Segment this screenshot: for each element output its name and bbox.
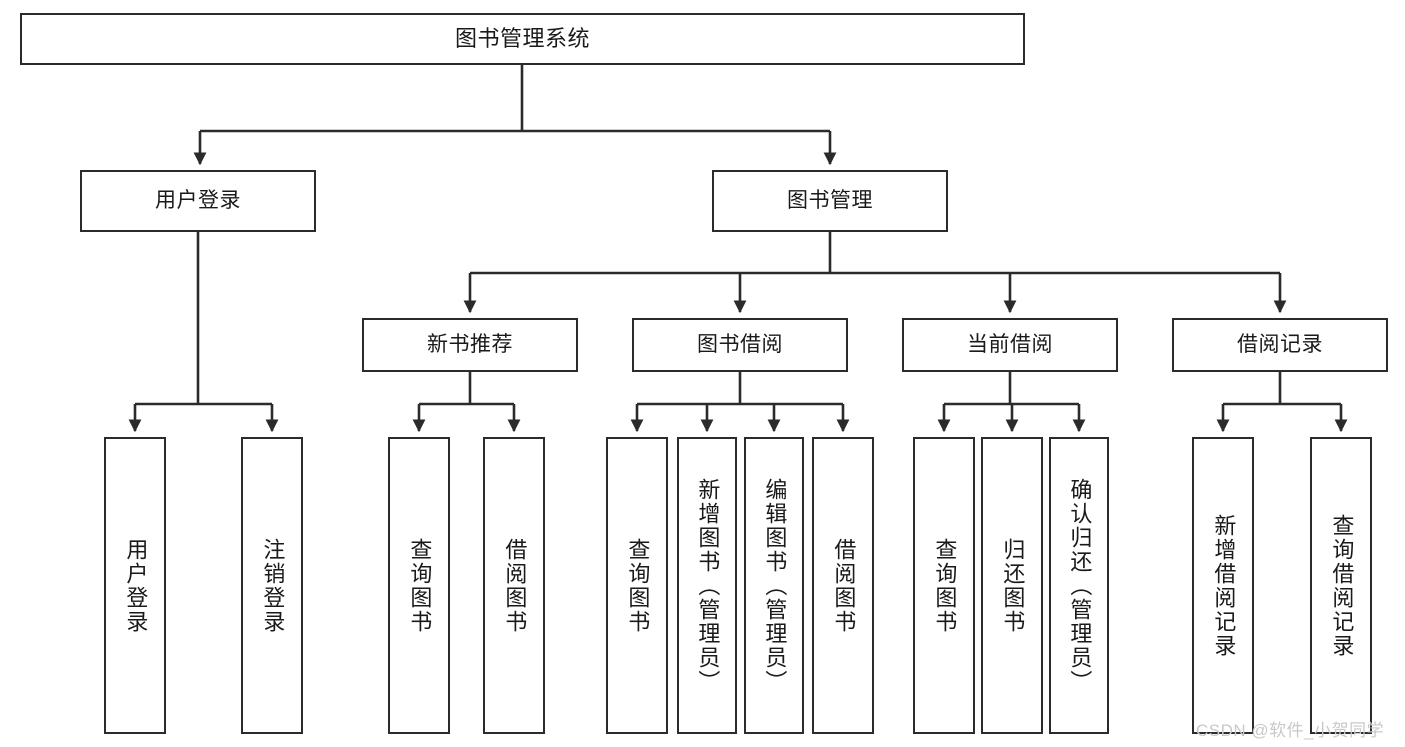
node-label: 借阅图书 [502,537,528,634]
node-label: 确认归还（管理员） [1067,477,1093,694]
node-leaf-add-book[interactable]: 新增图书（管理员） [677,437,737,734]
node-new-book-rec[interactable]: 新书推荐 [362,318,578,372]
node-leaf-return-book[interactable]: 归还图书 [981,437,1043,734]
node-book-manage[interactable]: 图书管理 [712,170,948,232]
node-label: 借阅图书 [831,537,857,634]
node-label: 查询借阅记录 [1329,513,1355,658]
node-leaf-query-book-1[interactable]: 查询图书 [388,437,450,734]
node-label: 查询图书 [932,537,958,634]
node-label: 新增图书（管理员） [695,477,721,694]
node-leaf-query-book-3[interactable]: 查询图书 [913,437,975,734]
node-label: 新增借阅记录 [1211,513,1237,658]
node-label: 查询图书 [407,537,433,634]
node-book-borrow[interactable]: 图书借阅 [632,318,848,372]
node-borrow-record[interactable]: 借阅记录 [1172,318,1388,372]
node-leaf-query-book-2[interactable]: 查询图书 [606,437,668,734]
node-label: 注销登录 [260,537,286,634]
node-label: 用户登录 [123,537,149,634]
node-label: 归还图书 [1000,537,1026,634]
node-label: 图书管理系统 [454,26,590,52]
node-leaf-edit-book[interactable]: 编辑图书（管理员） [744,437,804,734]
node-leaf-borrow-book-2[interactable]: 借阅图书 [812,437,874,734]
node-current-borrow[interactable]: 当前借阅 [902,318,1118,372]
node-label: 用户登录 [155,188,241,212]
node-leaf-add-record[interactable]: 新增借阅记录 [1192,437,1254,734]
node-user-login[interactable]: 用户登录 [80,170,316,232]
node-leaf-user-logout[interactable]: 注销登录 [241,437,303,734]
node-root[interactable]: 图书管理系统 [20,13,1025,65]
node-label: 图书管理 [787,188,873,212]
node-label: 图书借阅 [697,332,783,356]
node-leaf-confirm-return[interactable]: 确认归还（管理员） [1049,437,1109,734]
node-label: 新书推荐 [427,332,513,356]
node-label: 借阅记录 [1237,332,1323,356]
node-leaf-query-record[interactable]: 查询借阅记录 [1310,437,1372,734]
node-label: 当前借阅 [967,332,1053,356]
node-leaf-user-login[interactable]: 用户登录 [104,437,166,734]
node-label: 编辑图书（管理员） [762,477,788,694]
node-leaf-borrow-book-1[interactable]: 借阅图书 [483,437,545,734]
node-label: 查询图书 [625,537,651,634]
